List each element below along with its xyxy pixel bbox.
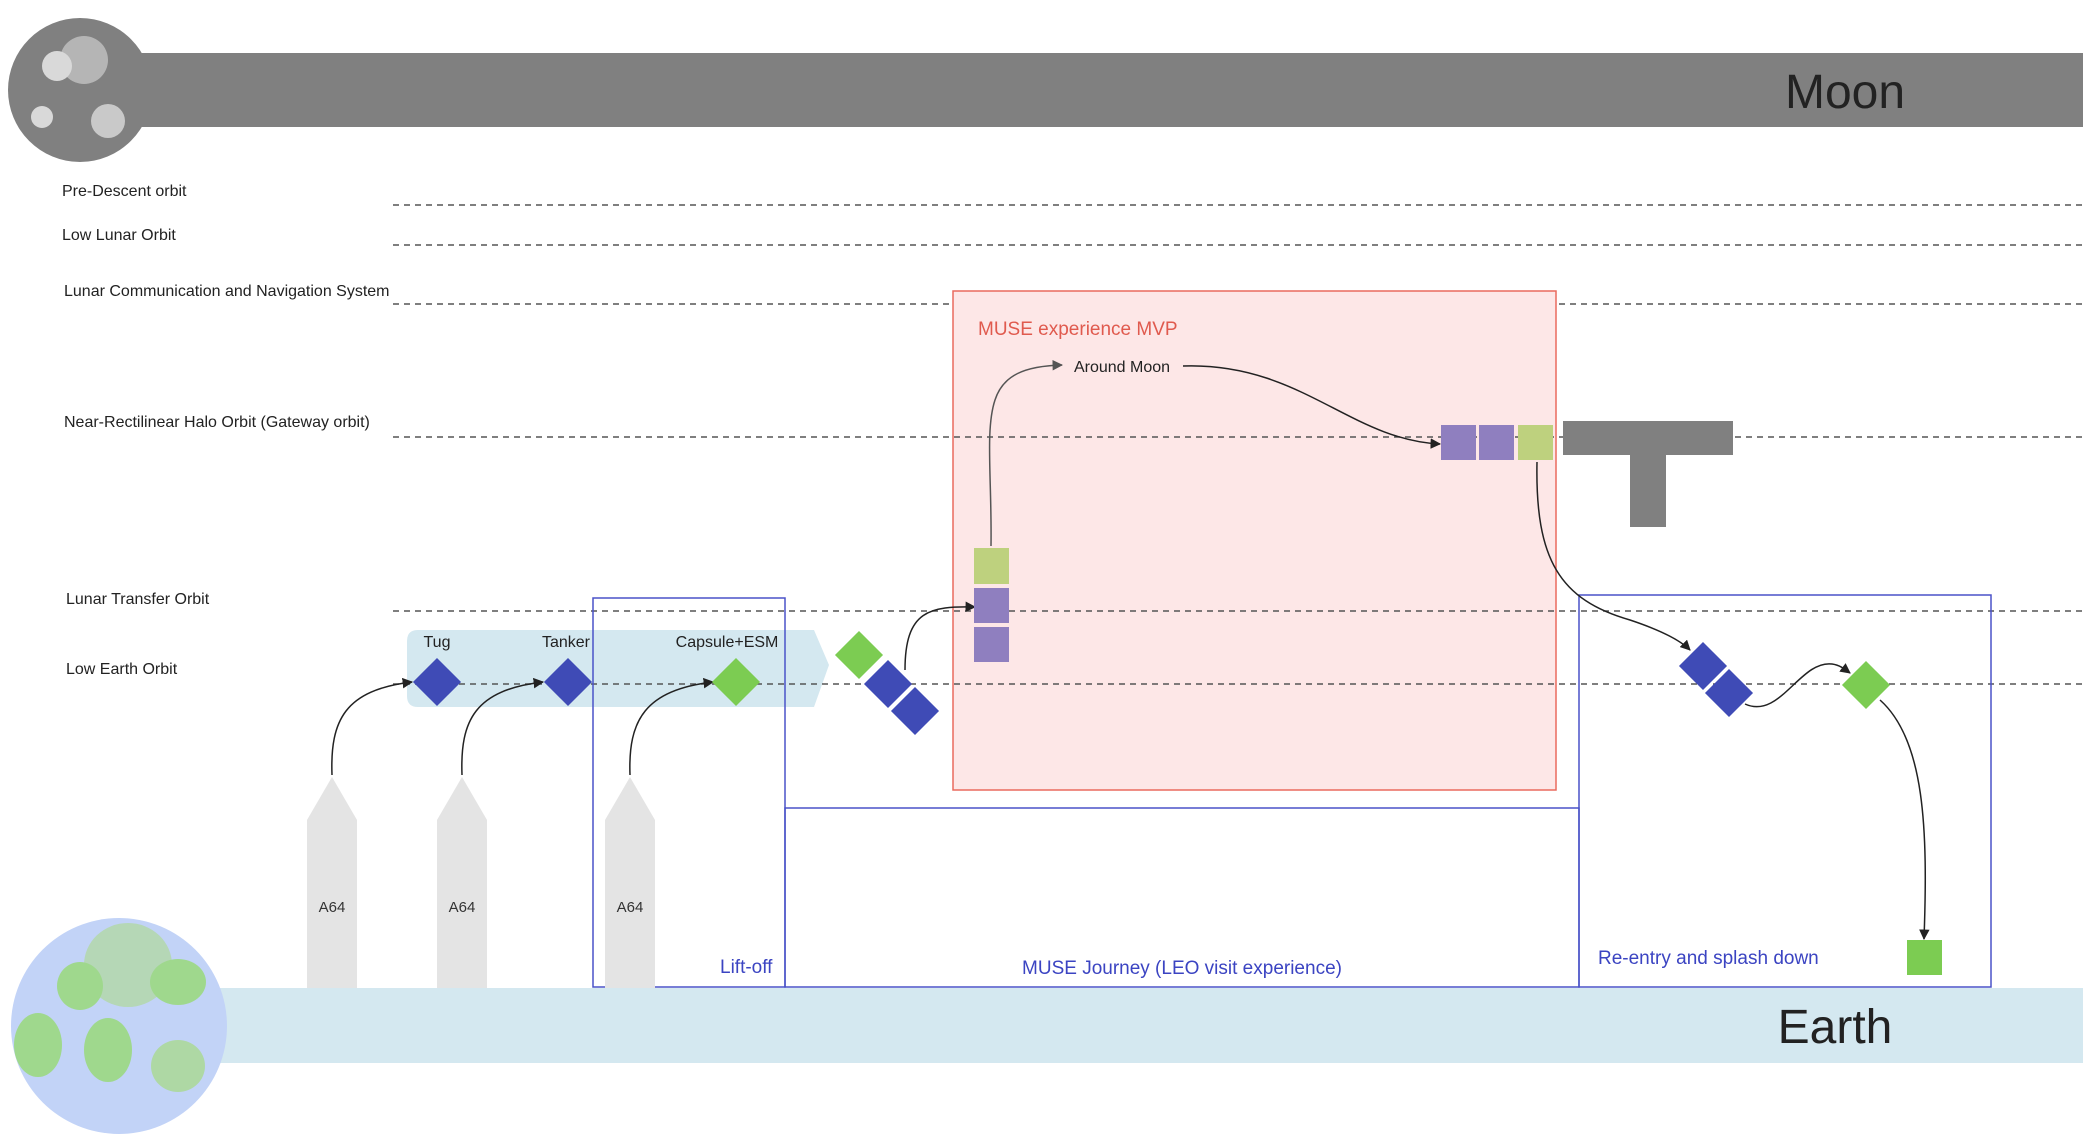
- splashdown-arrow: [1879, 699, 1930, 941]
- tanker-module: [543, 657, 593, 707]
- rocket-3-label: A64: [617, 899, 644, 916]
- earth-band: [110, 988, 2083, 1063]
- assembled-tug-module: [863, 659, 913, 709]
- gateway-docked-module-1: [1441, 425, 1476, 460]
- earth-label: Earth: [1778, 1001, 1893, 1054]
- tug-label: Tug: [424, 634, 451, 651]
- moon-label: Moon: [1785, 66, 1905, 119]
- reentry-region-label: Re-entry and splash down: [1598, 948, 1819, 969]
- gateway-docked-capsule: [1518, 425, 1553, 460]
- orbit-label-leo: Low Earth Orbit: [66, 661, 178, 678]
- tanker-label: Tanker: [542, 634, 591, 651]
- moon-band: [110, 53, 2083, 127]
- liftoff-region: [592, 597, 786, 988]
- orbit-label-pre-descent: Pre-Descent orbit: [62, 183, 187, 200]
- moon-icon: [8, 18, 152, 162]
- earth-icon: [11, 918, 227, 1134]
- orbit-label-lcns: Lunar Communication and Navigation Syste…: [64, 283, 390, 300]
- transfer-arrow: [904, 601, 977, 671]
- mvp-region-label: MUSE experience MVP: [978, 319, 1178, 340]
- gateway-station-icon: [1563, 421, 1733, 527]
- journey-region-label: MUSE Journey (LEO visit experience): [1022, 958, 1342, 979]
- lto-stack-module-2: [974, 627, 1009, 662]
- rocket-2: A64: [437, 777, 487, 988]
- rocket-1: A64: [307, 777, 357, 988]
- around-moon-arrow-up: [988, 360, 1064, 547]
- lto-stack-module-1: [974, 588, 1009, 623]
- assembled-tanker-module: [890, 686, 940, 736]
- tug-module: [412, 657, 462, 707]
- launch-arrow-capsule: [629, 677, 715, 776]
- launch-arrow-tanker: [461, 677, 545, 776]
- launch-arrow-tug: [331, 677, 414, 776]
- orbit-label-low-lunar: Low Lunar Orbit: [62, 227, 176, 244]
- around-moon-label: Around Moon: [1074, 359, 1170, 376]
- rocket-1-label: A64: [319, 899, 346, 916]
- assembled-capsule-module: [834, 630, 884, 680]
- capsule-label: Capsule+ESM: [676, 634, 779, 651]
- lto-stack-capsule: [974, 548, 1009, 584]
- return-arrow: [1536, 461, 1691, 651]
- liftoff-region-label: Lift-off: [720, 957, 773, 978]
- around-moon-arrow-down: [1182, 365, 1442, 449]
- gateway-docked-module-2: [1479, 425, 1514, 460]
- reentry-region: [1578, 594, 1992, 988]
- rocket-3: A64: [605, 777, 655, 988]
- rocket-2-label: A64: [449, 899, 476, 916]
- capsule-module: [711, 657, 761, 707]
- orbit-label-nrho: Near-Rectilinear Halo Orbit (Gateway orb…: [64, 414, 370, 431]
- separation-arrow: [1744, 663, 1851, 708]
- orbit-label-lto: Lunar Transfer Orbit: [66, 591, 210, 608]
- splashdown-capsule: [1907, 940, 1942, 975]
